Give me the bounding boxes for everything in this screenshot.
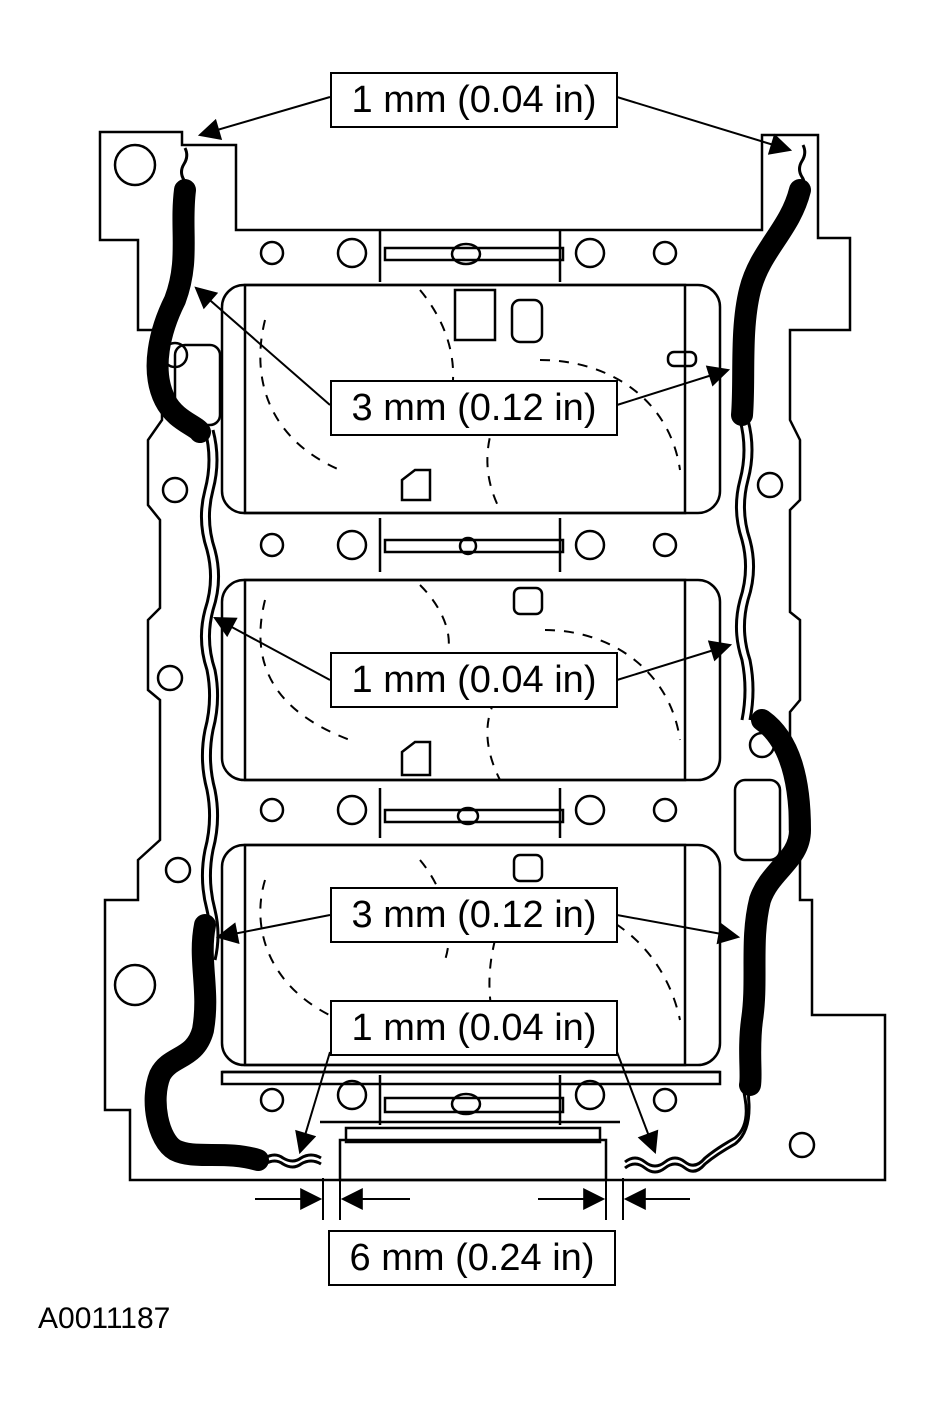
sealant-bead-thick [144, 179, 811, 1171]
rear-seal-housing [320, 1120, 620, 1182]
callout-top-bead: 1 mm (0.04 in) [330, 72, 618, 128]
callout-bottom-thin-bead: 1 mm (0.04 in) [330, 1000, 618, 1056]
engine-block-outline [98, 130, 887, 1182]
crank-bays [173, 283, 782, 1086]
seal-gap-dimension [255, 1178, 690, 1220]
callout-seal-gap: 6 mm (0.24 in) [328, 1230, 616, 1286]
callout-middle-thin-bead: 1 mm (0.04 in) [330, 652, 618, 708]
callout-leaders [194, 96, 793, 1155]
callout-upper-thick-bead: 3 mm (0.12 in) [330, 380, 618, 436]
bearing-cap-slots [378, 230, 565, 1125]
sealant-bead-thin [180, 144, 807, 1174]
figure-id: A0011187 [38, 1302, 171, 1335]
callout-lower-thick-bead: 3 mm (0.12 in) [330, 887, 618, 943]
